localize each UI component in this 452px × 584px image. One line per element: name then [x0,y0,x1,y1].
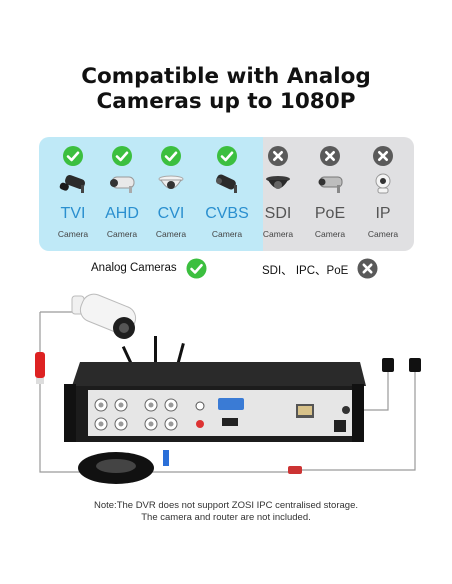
adapter-2 [409,358,421,372]
check-icon [112,146,132,166]
cross-icon [373,146,393,166]
camera-ahd: AHD Camera [94,137,150,251]
cross-icon [357,258,378,284]
cross-icon [268,146,288,166]
unsupported-label: SDI、 IPC、PoE [262,265,349,277]
camera-poe: PoE Camera [302,137,358,251]
compatibility-panel: TVI Camera AHD Camera CVI Camera CVBS Ca… [39,137,414,251]
bnc-plug-red [35,352,45,378]
check-icon [217,146,237,166]
connection-diagram [35,293,421,484]
camera-name: CVBS [205,205,249,222]
bullet-camera-icon [71,293,137,339]
adapter-1 [382,358,394,372]
camera-ip: IP Camera [355,137,411,251]
note-line-1: Note:The DVR does not support ZOSI IPC c… [93,500,358,511]
camera-sub: Camera [106,229,138,239]
indoor-camera-icon [366,173,400,195]
check-icon [63,146,83,166]
camera-name: SDI [264,205,292,222]
heading-line-2: Cameras up to 1080P [96,89,356,114]
camera-sdi: SDI Camera [250,137,306,251]
camera-name: CVI [157,205,185,222]
camera-name: PoE [314,205,346,222]
dvr-recorder [64,362,366,442]
power-plug [163,450,169,466]
camera-tvi: TVI Camera [45,137,101,251]
check-icon [161,146,181,166]
camera-cvbs: CVBS Camera [199,137,255,251]
camera-sub: Camera [367,229,399,239]
dome-camera-icon [154,173,188,195]
bullet-camera-icon [313,173,347,195]
camera-cvi: CVI Camera [143,137,199,251]
camera-sub: Camera [262,229,294,239]
check-icon [186,258,207,284]
power-cable [300,370,416,471]
camera-name: TVI [60,205,86,222]
bullet-camera-icon [56,173,90,195]
analog-cameras-label: Analog Cameras [91,262,177,274]
note-line-2: The camera and router are not included. [141,512,311,523]
camera-sub: Camera [314,229,346,239]
dome-camera-icon [261,173,295,195]
bullet-camera-icon [210,173,244,195]
camera-sub: Camera [57,229,89,239]
antenna-2 [154,336,157,374]
camera-name: AHD [105,205,139,222]
bullet-camera-icon [105,173,139,195]
camera-sub: Camera [211,229,243,239]
camera-sub: Camera [155,229,187,239]
dc-plug [288,466,302,474]
camera-name: IP [375,205,391,222]
cross-icon [320,146,340,166]
heading-line-1: Compatible with Analog [81,64,371,89]
